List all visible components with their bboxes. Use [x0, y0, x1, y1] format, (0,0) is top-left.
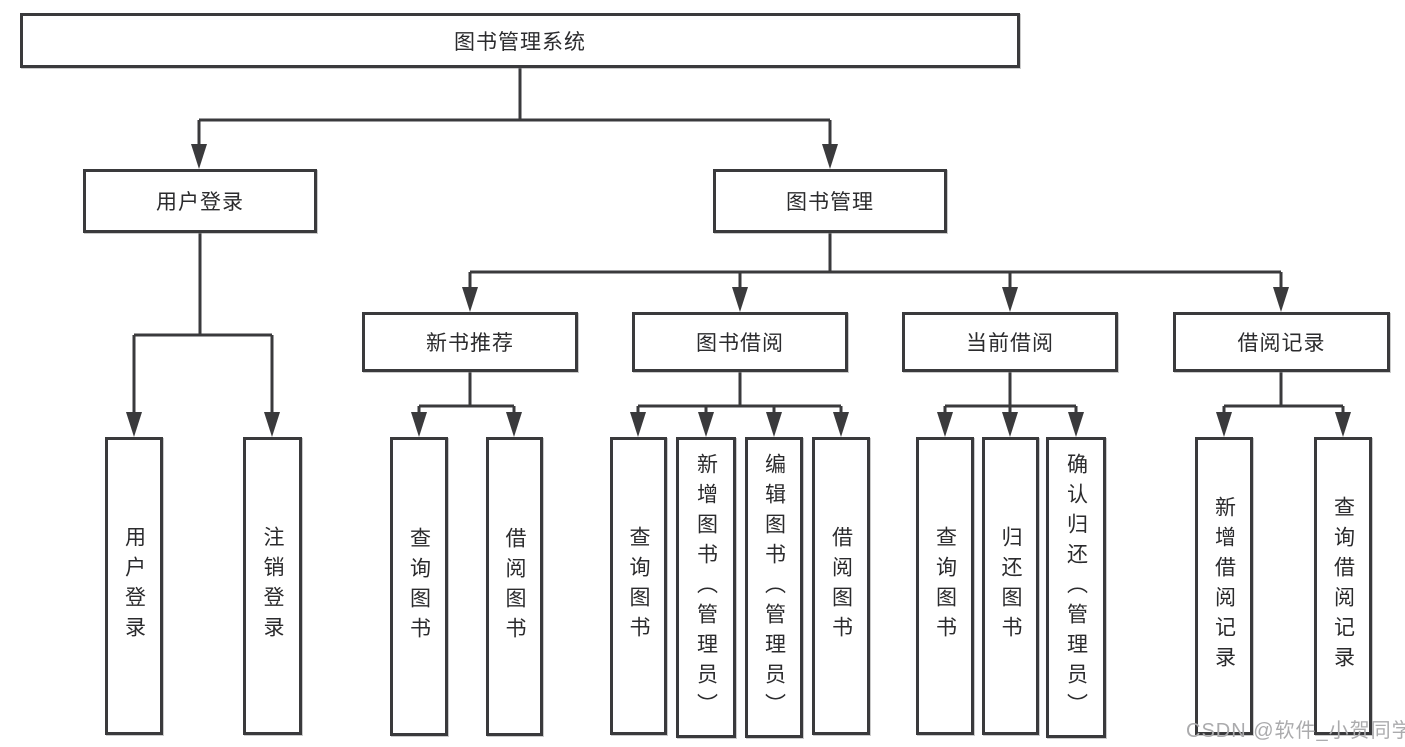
node-book-management: 图书管理 [713, 169, 947, 233]
node-label: 查询图书 [627, 526, 650, 646]
leaf-borrow-books: 借阅图书 [812, 437, 870, 735]
leaf-add-books-admin: 新增图书（管理员） [676, 437, 736, 738]
node-label: 用户登录 [122, 526, 146, 646]
leaf-edit-books-admin: 编辑图书（管理员） [745, 437, 803, 738]
node-label: 图书借阅 [696, 332, 784, 355]
leaf-user-login: 用户登录 [105, 437, 163, 735]
leaf-query-books-recommend: 查询图书 [390, 437, 448, 736]
node-label: 归还图书 [999, 526, 1022, 646]
node-borrowing-records: 借阅记录 [1173, 312, 1390, 372]
node-book-borrowing: 图书借阅 [632, 312, 848, 372]
node-label: 查询借阅记录 [1331, 496, 1355, 676]
node-current-borrowing: 当前借阅 [902, 312, 1118, 372]
leaf-borrow-books-recommend: 借阅图书 [486, 437, 543, 736]
node-label: 新增借阅记录 [1212, 496, 1236, 676]
leaf-query-borrow-record: 查询借阅记录 [1314, 437, 1372, 735]
node-label: 查询图书 [407, 526, 431, 647]
node-user-login: 用户登录 [83, 169, 317, 233]
node-label: 确认归还（管理员） [1064, 452, 1088, 723]
node-label: 图书管理 [786, 191, 874, 214]
leaf-query-books-borrowing: 查询图书 [610, 437, 667, 735]
node-label: 借阅图书 [503, 526, 526, 647]
node-label: 当前借阅 [966, 332, 1054, 355]
leaf-add-borrow-record: 新增借阅记录 [1195, 437, 1253, 735]
leaf-confirm-return-admin: 确认归还（管理员） [1046, 437, 1106, 738]
node-label: 编辑图书（管理员） [762, 452, 786, 723]
leaf-logout: 注销登录 [243, 437, 302, 735]
node-book-management-system: 图书管理系统 [20, 13, 1020, 68]
csdn-watermark: CSDN @软件_小贺同学 [1186, 720, 1405, 742]
leaf-return-books: 归还图书 [982, 437, 1039, 735]
node-label: 新书推荐 [426, 332, 514, 355]
node-label: 借阅记录 [1237, 332, 1326, 355]
node-label: 借阅图书 [829, 526, 853, 646]
node-new-book-recommendation: 新书推荐 [362, 312, 578, 372]
node-label: 查询图书 [933, 526, 957, 646]
node-label: 用户登录 [156, 191, 244, 214]
node-label: 注销登录 [261, 526, 284, 646]
node-label: 新增图书（管理员） [694, 452, 718, 723]
node-label: 图书管理系统 [454, 30, 586, 54]
leaf-query-books-current: 查询图书 [916, 437, 974, 735]
